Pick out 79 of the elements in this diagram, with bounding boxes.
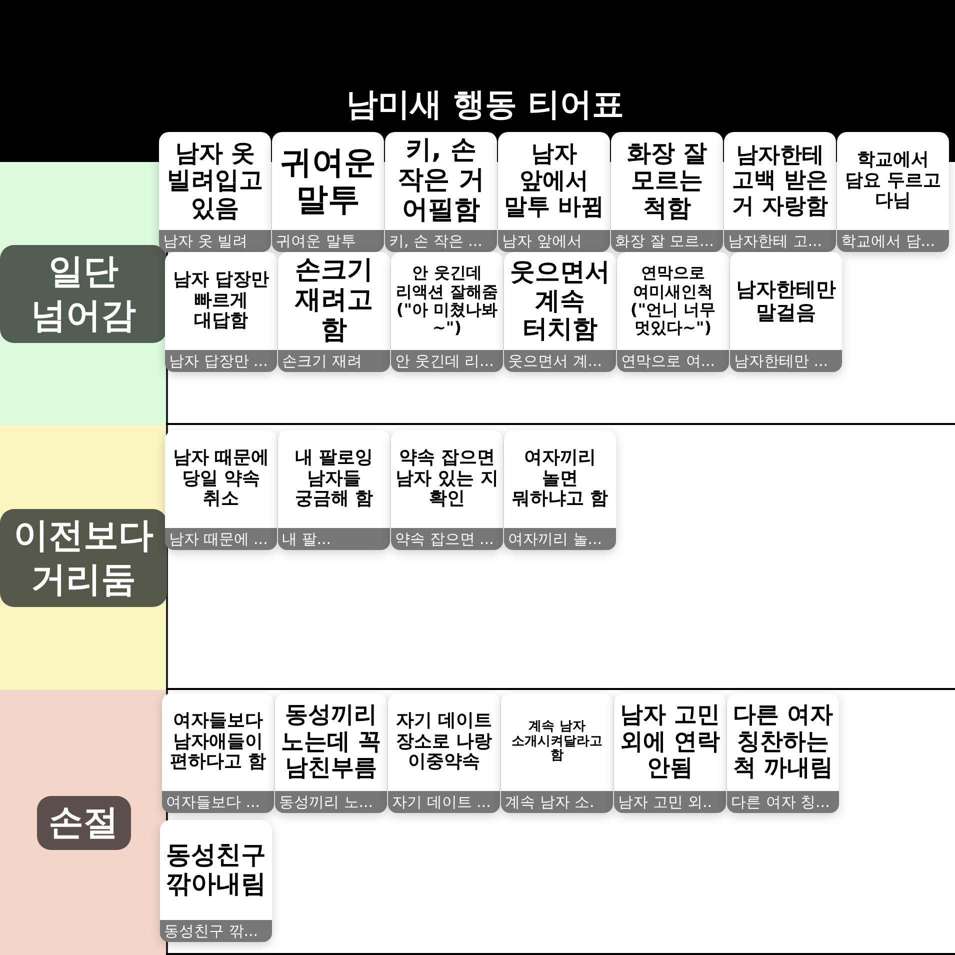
tier-card bbox=[165, 252, 277, 372]
card-caption: 약속 잡으면 ... bbox=[391, 528, 503, 550]
card-caption: 남자한테만 ... bbox=[730, 350, 842, 372]
tier-card bbox=[504, 430, 616, 550]
tier-label: 이전보다 거리둠 bbox=[0, 508, 167, 606]
card-text: 웃으면서 계속 터치함 bbox=[509, 258, 611, 344]
card-caption: 내 팔... bbox=[278, 528, 390, 550]
card-text: 남자 옷 빌려입고 있음 bbox=[166, 140, 264, 222]
card-caption: 학교에서 담... bbox=[837, 230, 949, 252]
tier-card bbox=[617, 252, 729, 372]
card-caption: 웃으면서 계... bbox=[504, 350, 616, 372]
card-caption: 남자한테 고... bbox=[724, 230, 836, 252]
tier-card bbox=[272, 132, 384, 252]
card-caption: 연막으로 여... bbox=[617, 350, 729, 372]
card-text: 자기 데이트 장소로 나랑 이중약속 bbox=[394, 710, 494, 774]
card-caption: 다른 여자 칭... bbox=[727, 791, 839, 813]
card-text: 귀여운 말투 bbox=[279, 144, 377, 218]
card-caption: 남자 답장만 ... bbox=[165, 350, 277, 372]
card-caption: 남자 옷 빌려 bbox=[159, 230, 271, 252]
card-text: 동성끼리 노는데 꼭 남친부름 bbox=[280, 702, 382, 782]
card-text: 내 팔로잉 남자들 궁금해 함 bbox=[294, 448, 374, 510]
tier-card bbox=[278, 252, 390, 372]
card-caption: 남자 고민 외.. bbox=[614, 791, 726, 813]
tier-row bbox=[0, 130, 955, 425]
card-text: 학교에서 담요 두르고 다님 bbox=[844, 150, 942, 212]
tier-row bbox=[0, 690, 955, 955]
card-text: 약속 잡으면 남자 있는 지 확인 bbox=[394, 448, 500, 510]
card-caption: 남자 때문에 ... bbox=[165, 528, 277, 550]
tier-card bbox=[730, 252, 842, 372]
tier-card bbox=[498, 132, 610, 252]
card-caption: 남자 앞에서 bbox=[498, 230, 610, 252]
tier-card bbox=[724, 132, 836, 252]
card-caption: 화장 잘 모르... bbox=[611, 230, 723, 252]
title: 남미새 행동 티어표 bbox=[346, 84, 624, 124]
tier-card bbox=[727, 693, 839, 813]
card-caption: 여자끼리 놀... bbox=[504, 528, 616, 550]
tier-row bbox=[0, 425, 955, 690]
tier-card bbox=[278, 430, 390, 550]
tier-card bbox=[160, 820, 272, 942]
card-text: 연막으로 여미새인척 ("언니 너무 멋있다~") bbox=[629, 264, 717, 338]
card-caption: 안 웃긴데 리... bbox=[391, 350, 503, 372]
card-text: 남자 때문에 당일 약속 취소 bbox=[172, 448, 270, 510]
card-text: 남자한테만 말걸음 bbox=[735, 278, 837, 324]
card-text: 다른 여자 칭찬하는 척 까내림 bbox=[732, 702, 834, 782]
tier-card bbox=[504, 252, 616, 372]
card-text: 남자한테 고백 받은 거 자랑함 bbox=[731, 143, 829, 219]
card-text: 여자끼리 놀면 뭐하냐고 함 bbox=[510, 448, 610, 510]
tier-card bbox=[391, 252, 503, 372]
card-caption: 자기 데이트 ... bbox=[388, 791, 500, 813]
tier-card bbox=[611, 132, 723, 252]
card-text: 키, 손 작은 거 어필함 bbox=[396, 136, 486, 226]
card-text: 계속 남자 소개시켜달라고 함 bbox=[510, 720, 604, 764]
tier-card bbox=[162, 693, 274, 813]
card-caption: 계속 남자 소. bbox=[501, 791, 613, 813]
tier-card bbox=[501, 693, 613, 813]
card-caption: 키, 손 작은 ... bbox=[385, 230, 497, 252]
card-caption: 귀여운 말투 bbox=[272, 230, 384, 252]
card-text: 안 웃긴데 리액션 잘해줌 ("아 미쳤나봐~") bbox=[395, 264, 499, 338]
tier-card bbox=[165, 430, 277, 550]
tier-card bbox=[385, 132, 497, 252]
tier-label: 손절 bbox=[36, 796, 130, 850]
card-text: 화장 잘 모르는 척함 bbox=[626, 140, 708, 222]
card-caption: 여자들보다 ... bbox=[162, 791, 274, 813]
card-text: 손크기 재려고 함 bbox=[294, 256, 374, 346]
card-text: 여자들보다 남자애들이 편하다고 함 bbox=[168, 710, 268, 774]
tier-card bbox=[837, 132, 949, 252]
card-text: 동성친구 깎아내림 bbox=[165, 841, 267, 899]
card-caption: 손크기 재려 bbox=[278, 350, 390, 372]
card-caption: 동성끼리 노... bbox=[275, 791, 387, 813]
card-caption: 동성친구 깎... bbox=[160, 920, 272, 942]
card-text: 남자 답장만 빠르게 대답함 bbox=[172, 270, 270, 332]
tier-card bbox=[159, 132, 271, 252]
tier-card bbox=[391, 430, 503, 550]
tier-card bbox=[275, 693, 387, 813]
tier-card bbox=[388, 693, 500, 813]
tier-label: 일단 넘어감 bbox=[0, 244, 167, 342]
card-text: 남자 앞에서 말투 바뀜 bbox=[502, 141, 605, 221]
card-text: 남자 고민 외에 연락 안됨 bbox=[618, 702, 721, 782]
tier-card bbox=[614, 693, 726, 813]
